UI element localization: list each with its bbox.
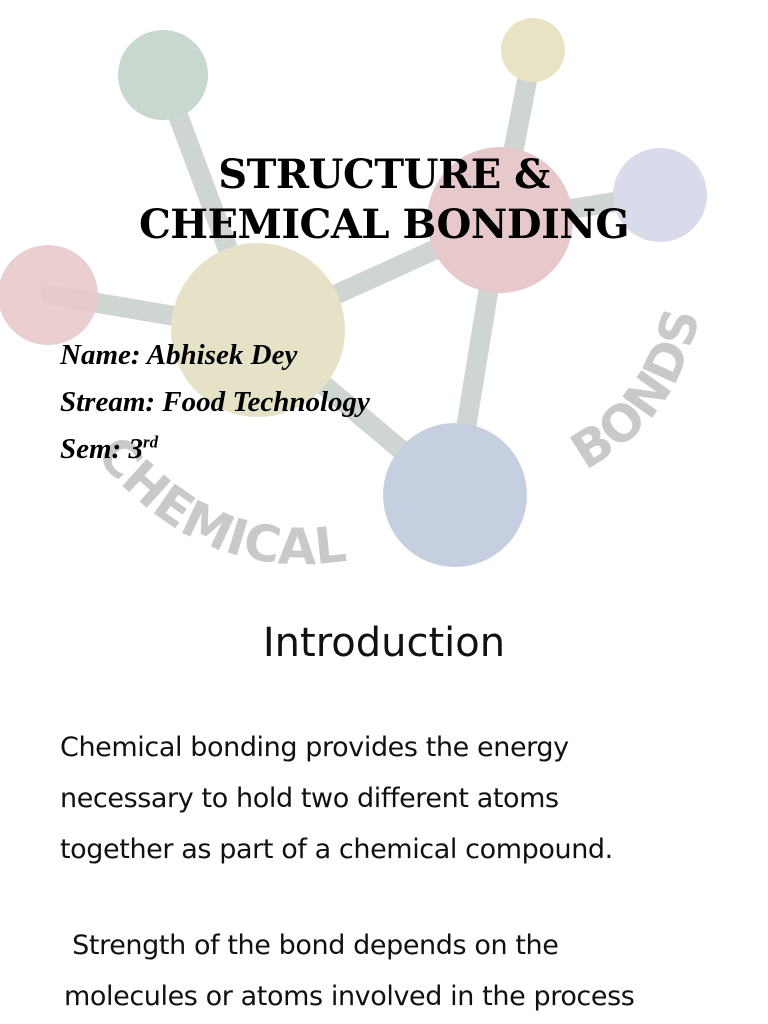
molecule-watermark: CHEMICAL BONDS [0, 18, 711, 576]
paragraph-line: Chemical bonding provides the energy [60, 732, 569, 763]
title-line: STRUCTURE & [218, 151, 550, 198]
stream-line: Stream: Food Technology [60, 386, 370, 418]
atom-pink-small [0, 245, 98, 345]
introduction-slide: Introduction Chemical bonding provides t… [0, 590, 768, 1024]
paragraph: Chemical bonding provides the energy nec… [60, 722, 750, 875]
atom-pink [427, 147, 573, 293]
paragraph: Strength of the bond depends on the mole… [64, 920, 754, 1022]
paragraph-line: Strength of the bond depends on the [64, 930, 559, 961]
atom-blue [383, 423, 527, 567]
atom-beige [501, 18, 565, 82]
name-line: Name: Abhisek Dey [60, 339, 298, 371]
sem-suffix: rd [142, 432, 159, 452]
author-details: Name: Abhisek Dey Stream: Food Technolog… [60, 332, 370, 473]
atom-tan [171, 243, 345, 417]
atom-lavender [613, 148, 707, 242]
paragraph-line: necessary to hold two different atoms [60, 783, 559, 814]
paragraph-line: together as part of a chemical compound. [60, 834, 613, 865]
page-title: STRUCTURE & CHEMICAL BONDING [0, 150, 768, 250]
section-heading: Introduction [262, 620, 506, 666]
title-slide: CHEMICAL BONDS STRUCTURE & CHEMICAL BOND… [0, 18, 768, 576]
watermark-bonds: BONDS [561, 303, 711, 481]
sem-label: Sem: 3 [60, 433, 143, 465]
sem-line: Sem: 3rd [60, 426, 370, 473]
atom-green [118, 30, 208, 120]
title-line: CHEMICAL BONDING [138, 201, 630, 248]
paragraph-line: molecules or atoms involved in the proce… [64, 981, 635, 1012]
